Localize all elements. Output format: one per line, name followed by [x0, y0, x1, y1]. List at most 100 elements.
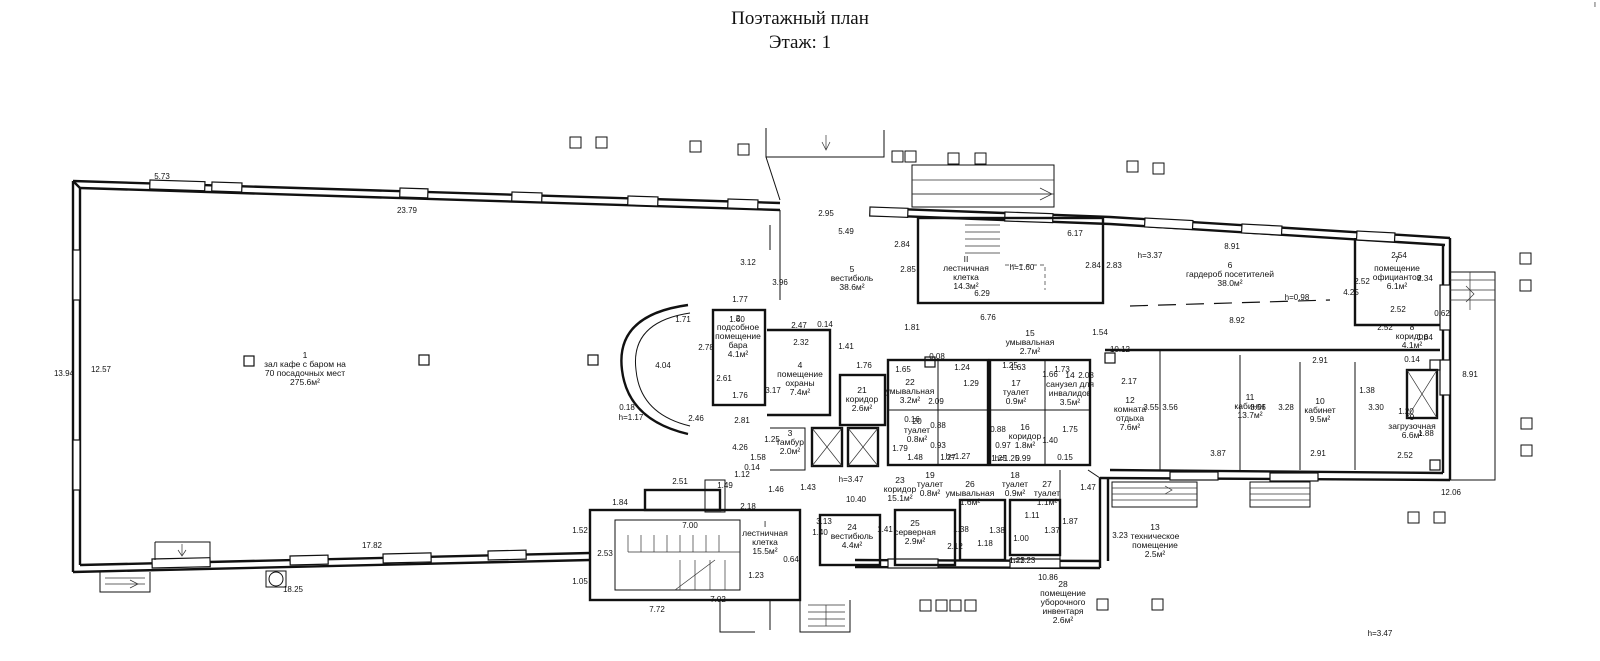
- dimension-value: 1.05: [572, 577, 588, 586]
- bar-arc: [620, 303, 691, 436]
- dimension-value: 1.25: [764, 435, 780, 444]
- dimension-value: 1.88: [1418, 429, 1434, 438]
- top-entrance: [765, 128, 1055, 208]
- dimension-value: 2.54: [1391, 251, 1407, 260]
- dimension-value: 0.18: [619, 403, 635, 412]
- dimension-value: 12.06: [1441, 488, 1462, 497]
- dimension-value: 1.47: [1080, 483, 1096, 492]
- dimension-value: 3.23: [1112, 531, 1128, 540]
- lower-left-entrance: [99, 541, 287, 593]
- dimension-value: 2.85: [900, 265, 916, 274]
- dimension-value: 1.12: [734, 470, 750, 479]
- bottom-right-steps: [1111, 481, 1311, 508]
- dimension-value: 0.16: [904, 415, 920, 424]
- dimension-value: 1.38: [953, 525, 969, 534]
- dimension-value: 6.17: [1067, 229, 1083, 238]
- stair-I: [588, 508, 851, 633]
- dimension-value: 3.55: [1143, 403, 1159, 412]
- dimension-value: 1.58: [750, 453, 766, 462]
- dimension-value: 23.79: [397, 206, 418, 215]
- interior-walls: [711, 210, 1440, 567]
- dimension-value: 1.87: [1062, 517, 1078, 526]
- dimension-value: 1.52: [572, 526, 588, 535]
- dimension-value: 5.73: [154, 172, 170, 181]
- dimension-value: 2.18: [740, 502, 756, 511]
- dimension-value: 1.37: [1044, 526, 1060, 535]
- dimension-value: 1.64: [1417, 333, 1433, 342]
- dimension-value: 1.77: [732, 295, 748, 304]
- height-mark: h=1.25: [995, 454, 1020, 463]
- dimension-value: 2.91: [1312, 356, 1328, 365]
- dimension-value: 2.95: [818, 209, 834, 218]
- dimension-value: 1.25: [991, 454, 1007, 463]
- dimension-value: 2.52: [1390, 305, 1406, 314]
- dimension-value: 7.02: [710, 595, 726, 604]
- dimension-value: 1.41: [838, 342, 854, 351]
- dimension-value: 3.17: [765, 386, 781, 395]
- dimension-value: 0.62: [1434, 309, 1450, 318]
- dimension-value: 7.72: [649, 605, 665, 614]
- dimension-value: 3.96: [772, 278, 788, 287]
- dimension-value: 1.40: [1042, 436, 1058, 445]
- dimension-value: 2.51: [672, 477, 688, 486]
- dimension-value: 18.25: [283, 585, 304, 594]
- dimension-value: 17.82: [362, 541, 383, 550]
- height-mark: h=0.98: [1285, 293, 1310, 302]
- dimension-value: 3.13: [816, 517, 832, 526]
- dimension-value: 3.87: [1210, 449, 1226, 458]
- dimension-value: 1.81: [904, 323, 920, 332]
- dimension-value: 0.97: [995, 441, 1011, 450]
- dimension-value: 2.08: [1078, 371, 1094, 380]
- dimension-value: 1.40: [812, 528, 828, 537]
- dimension-value: 2.12: [947, 542, 963, 551]
- dimension-value: 0.64: [783, 555, 799, 564]
- dimension-value: 1.11: [1025, 511, 1041, 520]
- dimension-value: 0.14: [744, 463, 760, 472]
- dimension-value: 2.52: [1397, 451, 1413, 460]
- dimension-value: 2.83: [1106, 261, 1122, 270]
- dimension-value: 1.23: [1009, 556, 1025, 565]
- dimension-value: 2.34: [1417, 274, 1433, 283]
- dimension-value: 0.88: [930, 421, 946, 430]
- dimension-value: 2.81: [734, 416, 750, 425]
- dimension-value: 2.32: [793, 338, 809, 347]
- dimension-value: 1.65: [895, 365, 911, 374]
- dimension-value: 2.53: [597, 549, 613, 558]
- dimension-value: 2.84: [1085, 261, 1101, 270]
- dimension-value: 1.20: [1398, 407, 1414, 416]
- dimension-value: 13.94: [54, 369, 75, 378]
- dimension-value: 2.09: [928, 397, 944, 406]
- dimension-value: 3.12: [740, 258, 756, 267]
- dimension-value: 10.40: [846, 495, 867, 504]
- dimension-value: 1.76: [732, 391, 748, 400]
- dimension-value: 3.28: [1278, 403, 1294, 412]
- dimension-value: 1.54: [1092, 328, 1108, 337]
- dimension-value: 1.38: [989, 526, 1005, 535]
- dimension-value: 6.76: [980, 313, 996, 322]
- dimension-value: 1.75: [1062, 425, 1078, 434]
- dimension-value: 1.48: [907, 453, 923, 462]
